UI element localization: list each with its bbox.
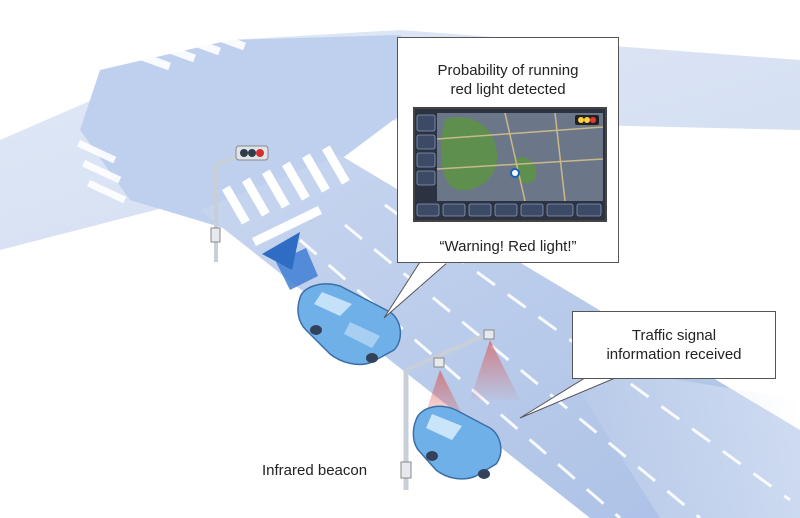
direction-arrow (262, 232, 318, 290)
stop-line (252, 206, 322, 246)
infrared-beacon-label: Infrared beacon (262, 462, 368, 479)
beacon-pole (400, 329, 495, 490)
navigation-screen (413, 107, 607, 222)
map-display (415, 109, 605, 220)
traffic-light-pole (210, 145, 269, 262)
signal-line2: information received (606, 346, 742, 363)
infrared-beam-2 (470, 340, 520, 400)
intersection (80, 35, 440, 230)
warning-quote: “Warning! Red light!” (439, 238, 577, 255)
signal-line1: Traffic signal (631, 327, 717, 344)
signal-callout: Traffic signal information received (572, 311, 776, 379)
crosswalk-main (221, 145, 350, 225)
car-upper (297, 283, 402, 366)
crosswalk-left (77, 139, 127, 204)
callout-title-line1: Probability of running (437, 62, 579, 79)
callout-title-line2: red light detected (450, 81, 566, 98)
crosswalk-top (139, 32, 246, 71)
car-lower (412, 405, 502, 480)
